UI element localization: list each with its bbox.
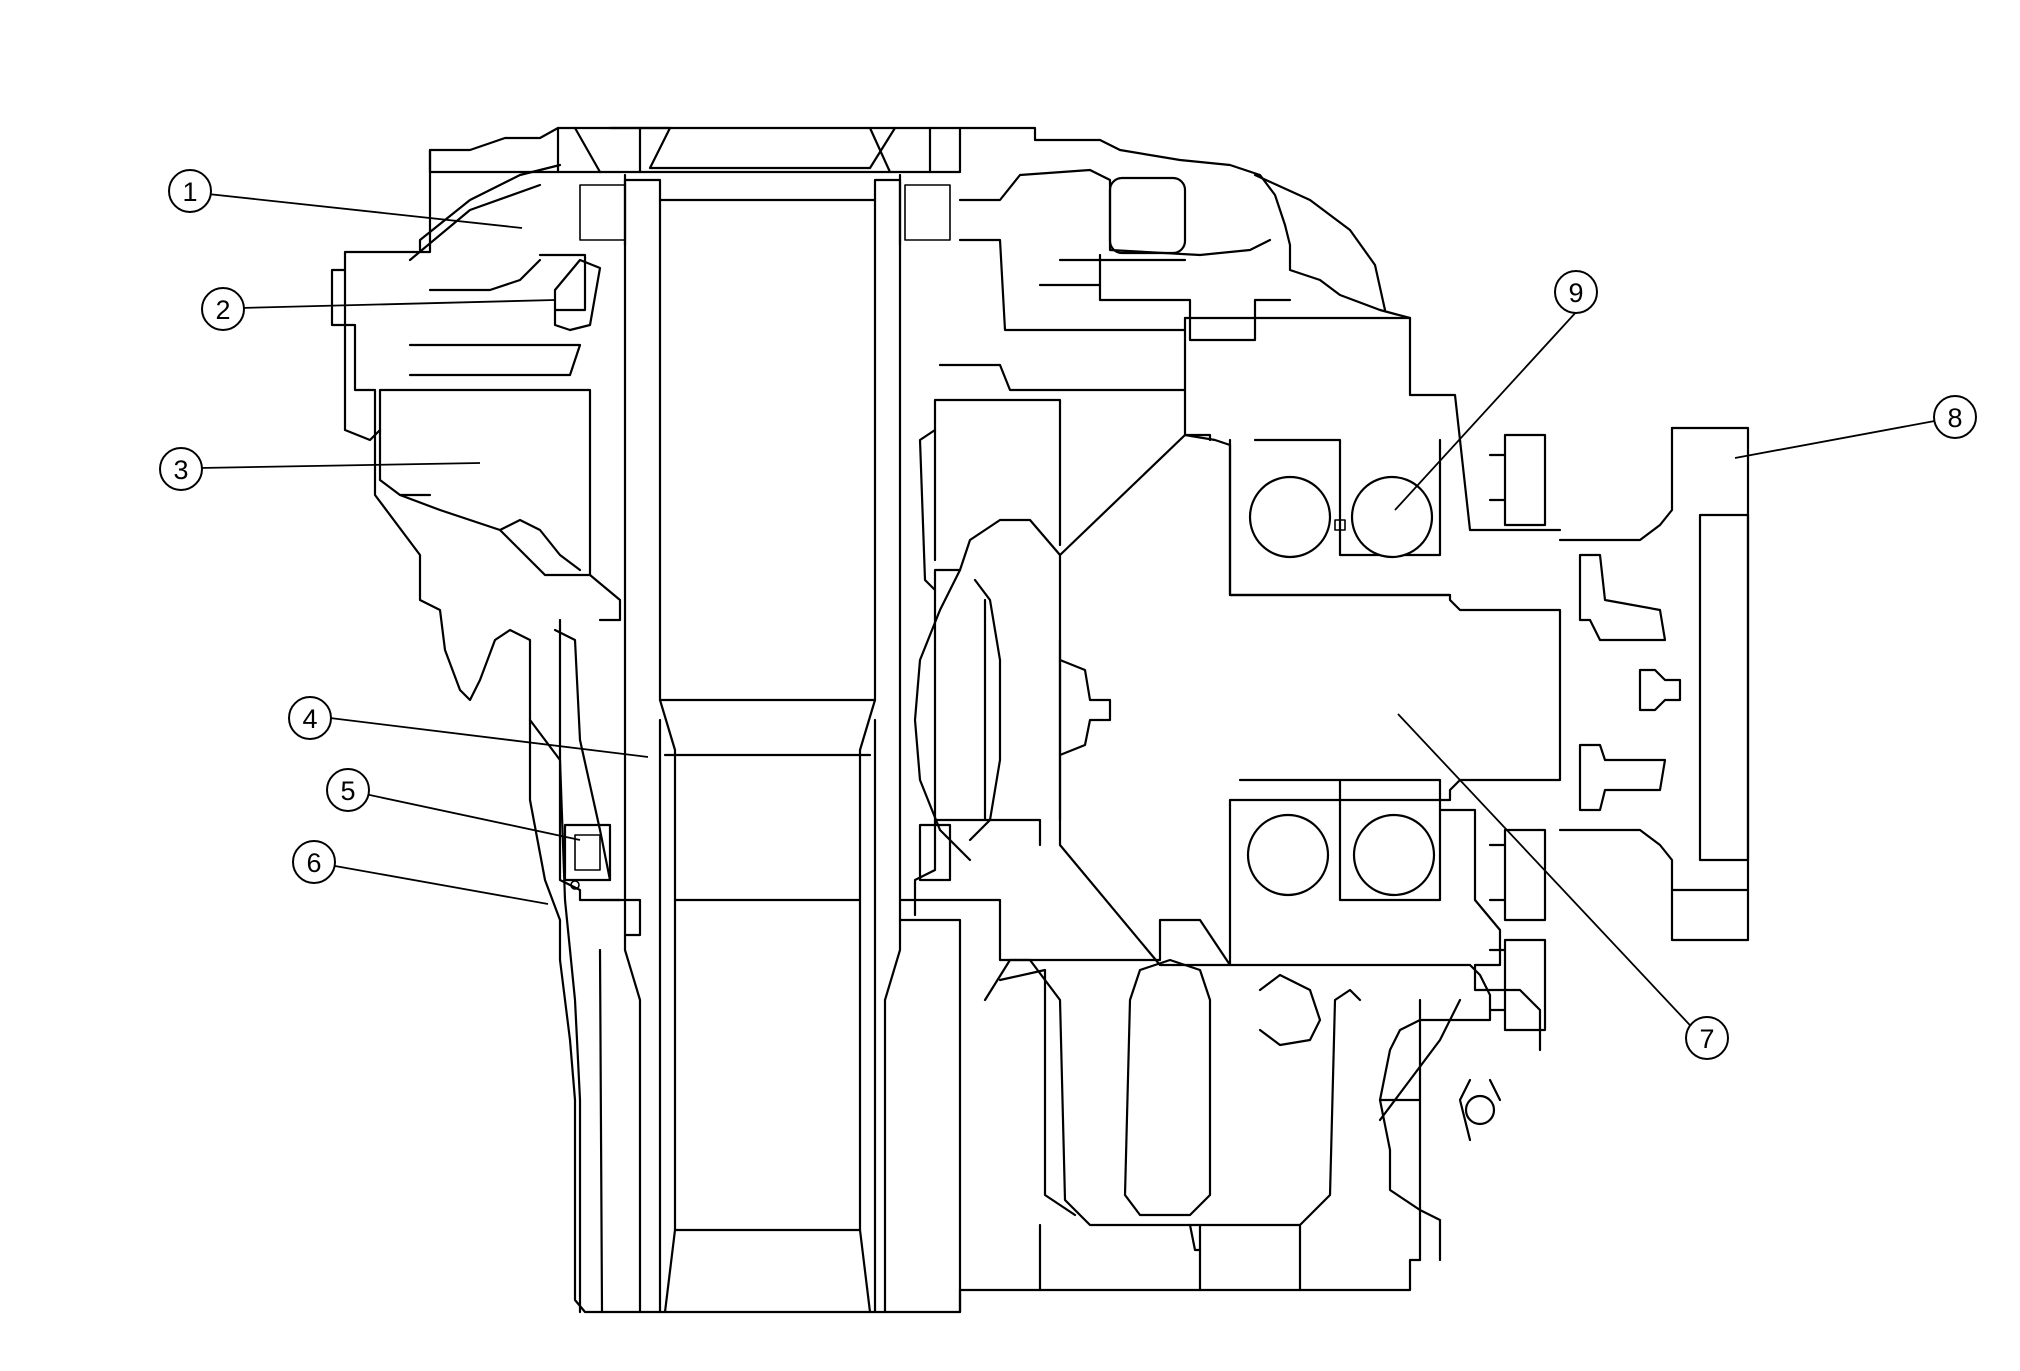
leader-1 bbox=[207, 193, 523, 229]
lower-case bbox=[898, 898, 1502, 1314]
callout-3: 3 bbox=[159, 447, 203, 491]
housing-outline bbox=[330, 126, 1422, 1314]
callout-3-label: 3 bbox=[173, 455, 188, 485]
callout-1-label: 1 bbox=[182, 177, 197, 207]
callout-4-label: 4 bbox=[302, 704, 317, 734]
leader-7 bbox=[1397, 713, 1703, 1039]
leader-6 bbox=[334, 865, 549, 905]
bearing-ball-lower-right bbox=[1352, 813, 1436, 897]
leader-lines bbox=[199, 193, 1941, 1039]
callout-8: 8 bbox=[1933, 395, 1977, 439]
callout-2: 2 bbox=[201, 287, 245, 331]
right-upper-housing bbox=[958, 126, 1412, 342]
left-seal-assembly bbox=[553, 618, 642, 937]
leader-9 bbox=[1394, 309, 1579, 511]
callout-7-label: 7 bbox=[1699, 1024, 1714, 1054]
upper-bearing bbox=[1228, 438, 1452, 597]
main-shaft bbox=[623, 178, 902, 1314]
callout-6: 6 bbox=[292, 840, 336, 884]
callout-6-label: 6 bbox=[306, 848, 321, 878]
bolt-stack bbox=[1488, 433, 1547, 1032]
bearing-ball-upper-right bbox=[1350, 475, 1434, 559]
callout-9-label: 9 bbox=[1568, 278, 1583, 308]
callout-7: 7 bbox=[1685, 1016, 1729, 1060]
lower-bearing bbox=[1238, 778, 1542, 1052]
callout-8-label: 8 bbox=[1947, 403, 1962, 433]
leader-3 bbox=[199, 462, 481, 469]
leader-2 bbox=[239, 299, 556, 309]
leader-4 bbox=[329, 717, 649, 758]
callout-2-label: 2 bbox=[215, 295, 230, 325]
output-flange bbox=[913, 316, 1562, 967]
callout-5-label: 5 bbox=[340, 776, 355, 806]
callout-9: 9 bbox=[1554, 270, 1598, 314]
left-gear-assembly bbox=[378, 163, 622, 622]
side-gear-stack bbox=[913, 258, 1187, 917]
leader-5 bbox=[364, 793, 581, 841]
callout-1: 1 bbox=[168, 169, 212, 213]
end-flange bbox=[1558, 426, 1750, 942]
leader-8 bbox=[1734, 419, 1941, 459]
bearing-ball-lower-left bbox=[1246, 813, 1330, 897]
callout-4: 4 bbox=[288, 696, 332, 740]
callout-5: 5 bbox=[326, 768, 370, 812]
bearing-ball-upper-left bbox=[1248, 475, 1332, 559]
